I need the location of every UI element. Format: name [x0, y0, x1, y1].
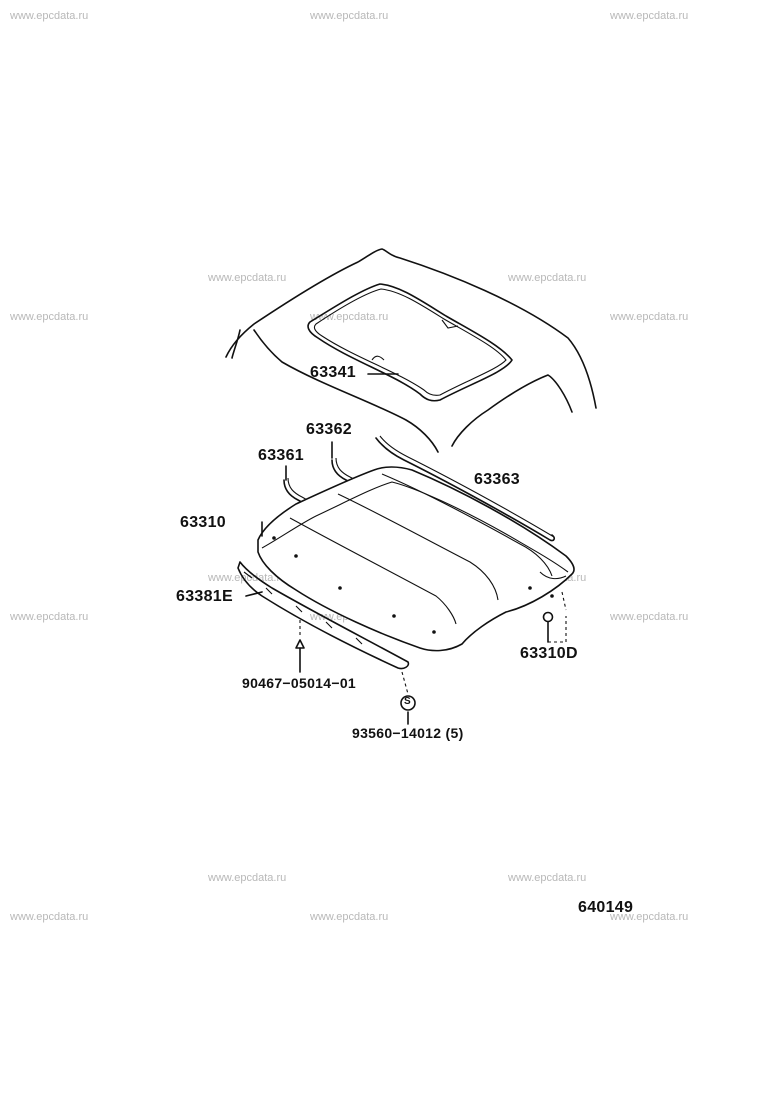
roof-outline [225, 248, 597, 453]
leader-lines [245, 373, 399, 597]
figure-id: 640149 [578, 899, 634, 916]
part-label-63362: 63362 [306, 421, 352, 438]
watermark: www.epcdata.ru [208, 572, 287, 584]
part-label-63363: 63363 [474, 471, 520, 488]
part-label-63361: 63361 [258, 447, 304, 464]
watermark: www.epcdata.ru [610, 311, 689, 323]
sunroof-glass [307, 283, 513, 402]
part-label-63310: 63310 [180, 514, 226, 531]
watermark: www.epcdata.ru [508, 872, 587, 884]
front-garnish [237, 561, 410, 670]
stopper-63310D [542, 591, 567, 643]
watermark: www.epcdata.ru [610, 10, 689, 22]
watermark: www.epcdata.ru [208, 872, 287, 884]
weatherstrip-63363 [375, 435, 555, 542]
watermark: www.epcdata.ru [310, 10, 389, 22]
part-label-63341: 63341 [310, 364, 356, 381]
part-label-63381E: 63381E [176, 588, 233, 605]
watermark: www.epcdata.ru [310, 311, 389, 323]
sunshade-panel [257, 466, 575, 652]
clip-90467 [295, 620, 305, 673]
watermark: www.epcdata.ru [610, 611, 689, 623]
watermark: www.epcdata.ru [208, 272, 287, 284]
watermark: www.epcdata.ru [10, 10, 89, 22]
watermark: www.epcdata.ru [508, 272, 587, 284]
watermark: www.epcdata.ru [310, 911, 389, 923]
watermark: www.epcdata.ru [610, 911, 689, 923]
screw-93560 [400, 671, 416, 725]
screw-s-symbol: S [404, 696, 411, 707]
part-label-90467: 90467−05014−01 [242, 675, 356, 691]
watermark: www.epcdata.ru [10, 611, 89, 623]
part-label-63310D: 63310D [520, 645, 578, 662]
part-label-93560: 93560−14012 (5) [352, 725, 464, 741]
watermark: www.epcdata.ru [10, 911, 89, 923]
watermark: www.epcdata.ru [10, 311, 89, 323]
